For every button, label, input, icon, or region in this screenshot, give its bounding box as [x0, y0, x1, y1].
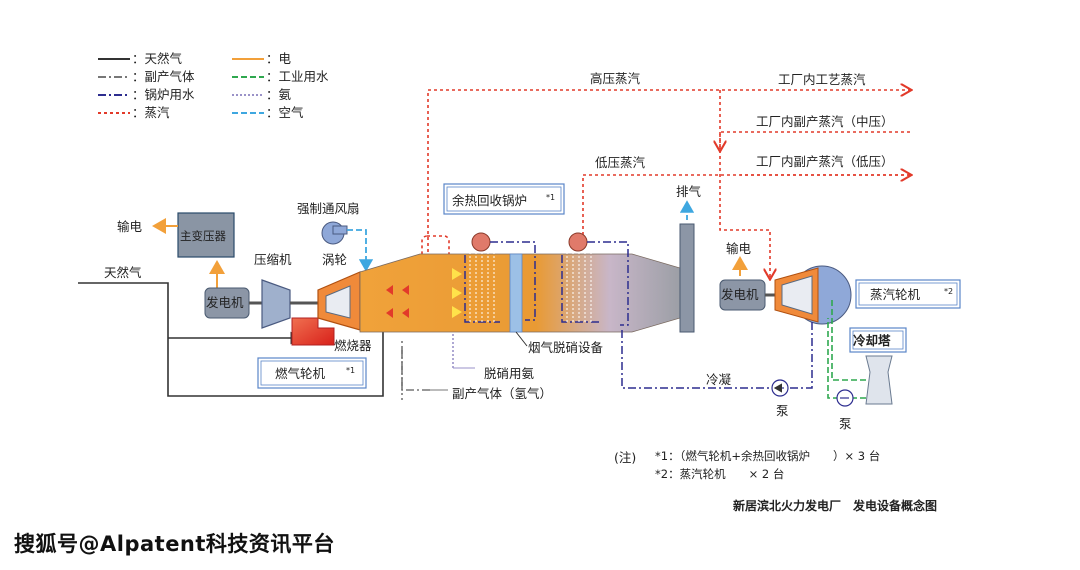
note-1: *1：（燃气轮机+余热回收锅炉 ）× 3 台: [655, 449, 880, 463]
legend-air: ：空气: [266, 105, 304, 120]
gas-turbine-box: [257, 357, 367, 389]
flue-gas-denox-label: 烟气脱硝设备: [528, 340, 604, 355]
air-line: [347, 229, 374, 272]
cooling-tower-box: [849, 327, 907, 353]
cooling-water-out: [831, 300, 866, 381]
lp-steam-label: 低压蒸汽: [595, 155, 646, 170]
turbine: [325, 285, 351, 319]
condensate-return: [621, 330, 770, 389]
forced-fan-outlet: [332, 225, 348, 235]
note-2: *2：蒸汽轮机 × 2 台: [655, 467, 784, 481]
turbine-label: 涡轮: [322, 252, 347, 267]
boiler-water-lp: [587, 241, 629, 326]
gas-turbine-box-label: 燃气轮机: [275, 366, 326, 381]
notes-prefix: (注): [614, 450, 636, 465]
byproduct-gas-line: [401, 340, 430, 391]
condensate-label: 冷凝: [706, 372, 732, 387]
legend-industrial-water: ：工业用水: [266, 69, 329, 84]
condensate-lines: [790, 320, 813, 389]
pump2-label: 泵: [839, 416, 852, 431]
lp-steam-line: [582, 175, 910, 235]
byproduct-steam-mid-line: [720, 131, 910, 150]
denox-catalyst: [509, 253, 523, 333]
factory-byproduct-steam-low-label: 工厂内副产蒸汽（低压）: [756, 154, 894, 169]
caption: 新居滨北火力发电厂 发电设备概念图: [733, 498, 937, 513]
compressor: [261, 279, 291, 329]
steam-turbine-box: [855, 279, 961, 309]
compressor-label: 压缩机: [254, 252, 292, 267]
factory-byproduct-steam-mid-label: 工厂内副产蒸汽（中压）: [756, 114, 894, 129]
hp-steam-label: 高压蒸汽: [590, 71, 641, 86]
hrsg-box-label: 余热回收锅炉: [452, 193, 527, 208]
lp-drum: [568, 232, 588, 252]
gas-turbine-mark: *1: [346, 366, 355, 375]
steam-turbine-mark: *2: [944, 287, 953, 296]
cooling-tower: [865, 355, 893, 405]
generator-right-label: 发电机: [721, 287, 759, 302]
byproduct-gas-hydrogen-label: 副产气体（氢气）: [452, 386, 552, 401]
pump1-label: 泵: [776, 403, 789, 418]
stack: [679, 223, 695, 333]
steam-to-turbine-line: [719, 90, 770, 278]
hrsg-mark: *1: [546, 193, 555, 202]
steam-turbine-box-label: 蒸汽轮机: [870, 287, 921, 302]
steam-turbine: [781, 275, 813, 315]
generator-left-label: 发电机: [206, 295, 244, 310]
hp-drum: [471, 232, 491, 252]
cooling-tower-box-inner: [852, 330, 904, 350]
legend-steam: ：蒸汽: [132, 105, 170, 120]
duct-burners: [386, 285, 409, 318]
factory-process-steam-label: 工厂内工艺蒸汽: [778, 72, 866, 87]
evap-lp: [561, 255, 600, 323]
heat-arrows: [452, 268, 462, 318]
natural-gas-in-label: 天然气: [104, 265, 142, 280]
main-transformer: [177, 212, 235, 258]
legend-electricity: ：电: [266, 51, 292, 66]
power-out-right-label: 输电: [726, 241, 752, 256]
combustor-label: 燃烧器: [334, 338, 372, 353]
hrsg-box-inner: [446, 186, 562, 212]
legend-boiler-water: ：锅炉用水: [132, 87, 195, 102]
evap-hp: [464, 255, 500, 323]
legend-natural-gas: ：天然气: [132, 51, 183, 66]
legend-byproduct-gas: ：副产气体: [132, 69, 195, 84]
hp-steam-line: [427, 90, 910, 300]
power-out-left-label: 输电: [117, 219, 143, 234]
legend: ：天然气 ：副产气体 ：锅炉用水 ：蒸汽 ：电 ：工业用水 ：氨 ：空气: [98, 51, 329, 120]
watermark: 搜狐号@Alpatent科技资讯平台: [14, 532, 335, 556]
natural-gas-lines: [78, 278, 390, 397]
boiler-water-loops: [464, 241, 770, 389]
combustor: [291, 317, 335, 346]
legend-ammonia: ：氨: [266, 87, 292, 102]
denox-ammonia-label: 脱硝用氨: [484, 366, 535, 381]
condensate-from-condenser: [790, 320, 813, 389]
hrsg-box: [443, 183, 565, 215]
main-transformer-label: 主变压器: [180, 229, 226, 243]
gas-turbine-box-inner: [260, 360, 364, 386]
boiler-water-hp: [490, 241, 536, 321]
exhaust-label: 排气: [676, 184, 702, 199]
cooling-tower-label: 冷却塔: [853, 333, 891, 348]
steam-turbine-box-inner: [858, 282, 958, 306]
natural-gas-line-main: [78, 278, 390, 397]
denox-leader: [515, 331, 528, 347]
forced-fan-label: 强制通风扇: [297, 201, 360, 216]
